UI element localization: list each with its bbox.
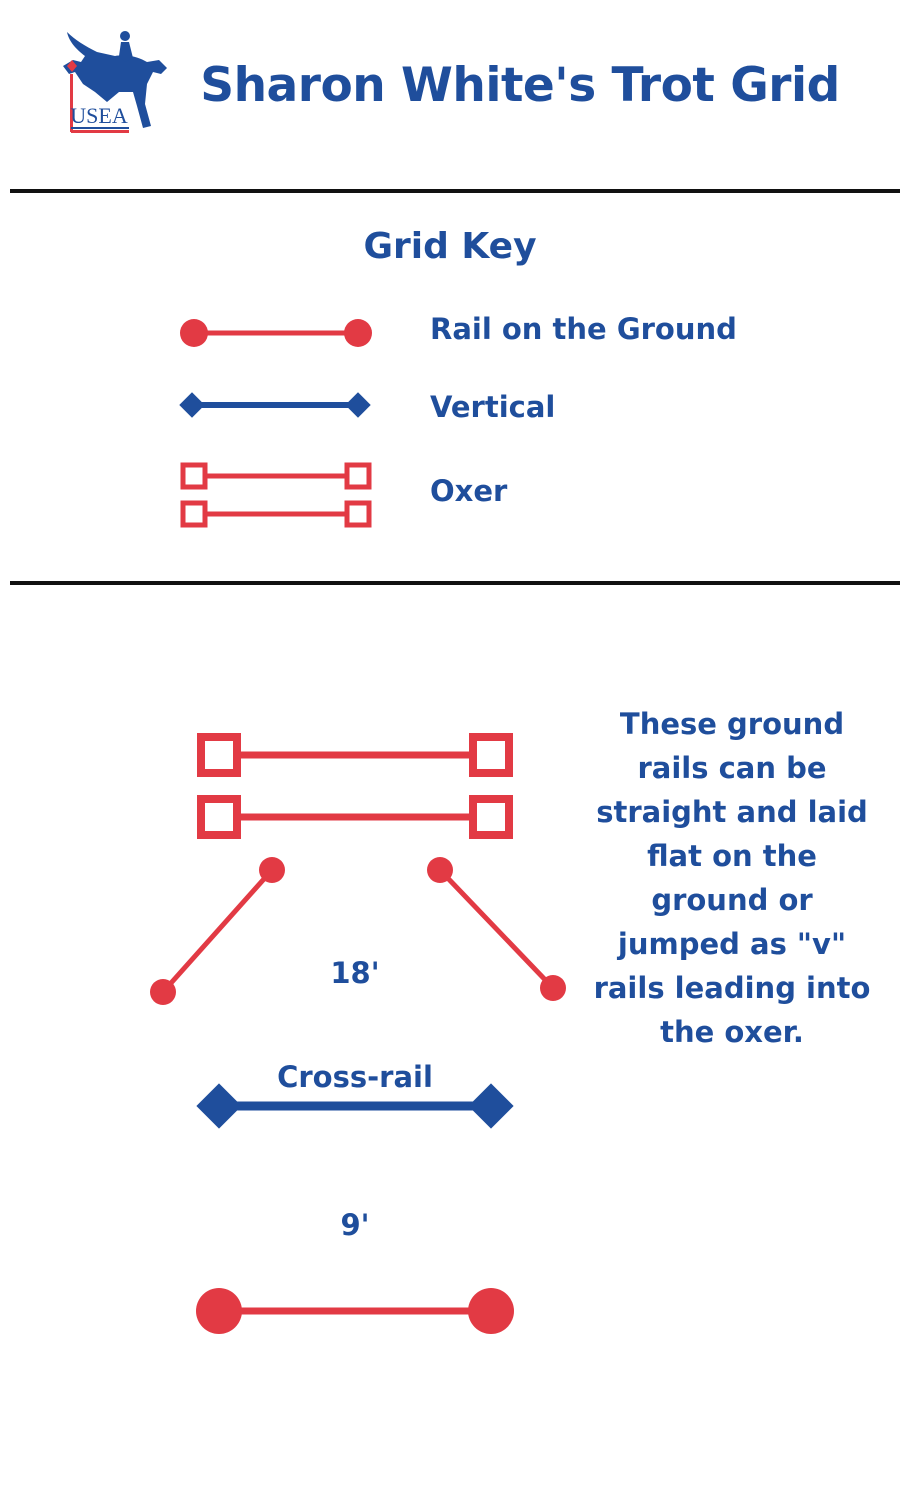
ground-rail (196, 1288, 514, 1334)
key-oxer-symbol (180, 462, 372, 528)
key-vertical-symbol (179, 392, 371, 418)
key-label-vertical: Vertical (430, 390, 556, 424)
v-rail-right (427, 857, 566, 1001)
key-label-rail-on-ground: Rail on the Ground (430, 312, 737, 346)
v-rail-left (150, 857, 285, 1005)
cross-rail-label: Cross-rail (277, 1060, 433, 1094)
page-title: Sharon White's Trot Grid (200, 58, 840, 113)
oxer-jump (197, 733, 513, 839)
key-rail-on-ground-symbol (180, 319, 372, 347)
v-rails-note: These ground rails can be straight and l… (593, 707, 871, 1049)
top-divider (10, 189, 900, 193)
distance-label-18ft: 18' (330, 956, 380, 990)
distance-label-9ft: 9' (340, 1208, 370, 1242)
key-label-oxer: Oxer (430, 474, 508, 508)
middle-divider (10, 581, 900, 585)
usea-logo: USEA (55, 22, 175, 142)
horse-and-rider-icon: USEA (63, 31, 167, 133)
key-heading: Grid Key (363, 226, 537, 267)
logo-text: USEA (70, 103, 128, 128)
